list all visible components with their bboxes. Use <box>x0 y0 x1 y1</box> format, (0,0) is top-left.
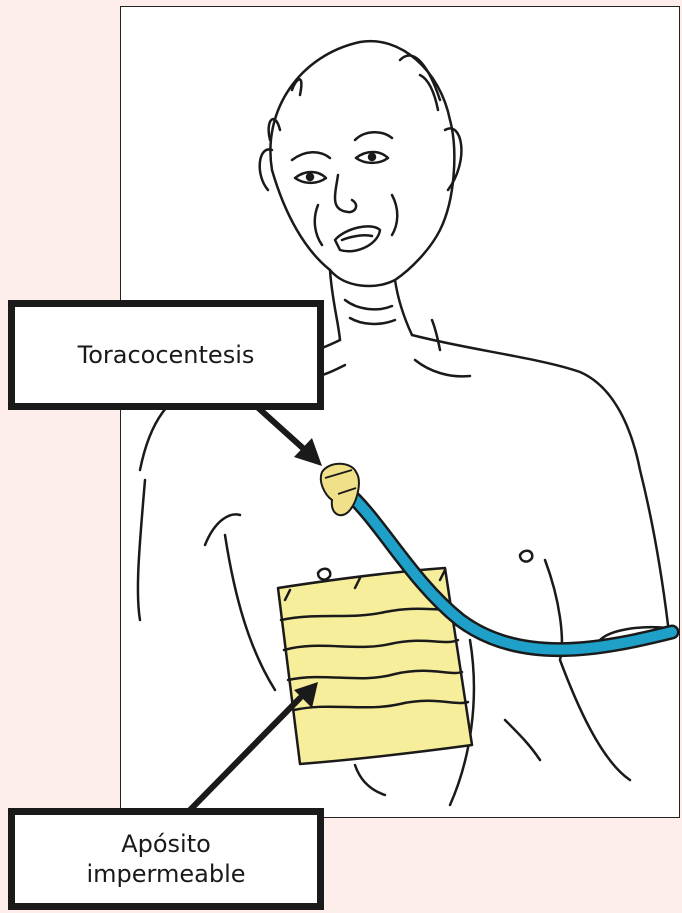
label-aposito-impermeable: Apósito impermeable <box>8 808 324 910</box>
left-brow <box>292 152 330 160</box>
hair <box>269 56 440 140</box>
right-shoulder <box>412 335 668 625</box>
label-aposito-line1: Apósito <box>86 829 245 859</box>
arrow-toracocentesis <box>255 405 322 466</box>
nose <box>335 175 356 212</box>
right-brow <box>355 132 392 140</box>
left-nipple <box>318 569 330 580</box>
label-toracocentesis: Toracocentesis <box>8 300 324 410</box>
right-nipple <box>520 551 532 562</box>
label-toracocentesis-text: Toracocentesis <box>78 340 255 370</box>
label-aposito-line2: impermeable <box>86 859 245 889</box>
right-arm <box>545 560 630 780</box>
left-arm <box>138 480 240 620</box>
